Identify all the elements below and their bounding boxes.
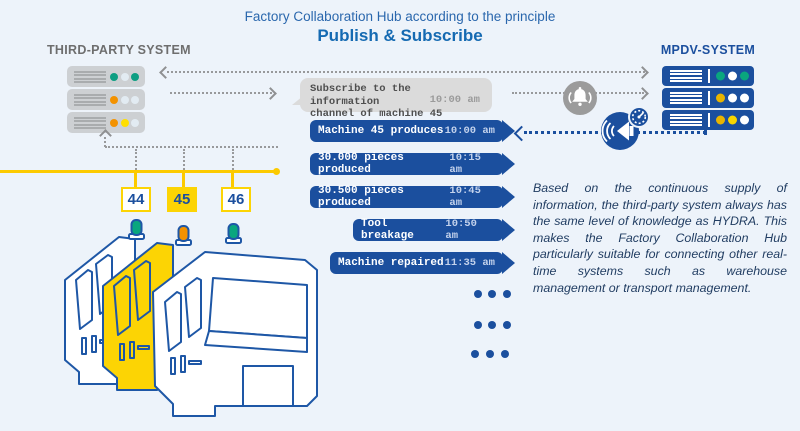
server-divider bbox=[708, 69, 710, 83]
arrowhead-right-icon bbox=[636, 66, 649, 79]
led-dot bbox=[120, 72, 129, 81]
server-row bbox=[67, 66, 145, 87]
led-dot bbox=[131, 118, 139, 127]
led-dot bbox=[716, 71, 725, 81]
led-dot bbox=[110, 118, 118, 127]
led-dot bbox=[110, 95, 118, 104]
ellipsis-dot bbox=[488, 321, 496, 329]
publish-line-vertical bbox=[704, 128, 707, 133]
led-dot bbox=[740, 115, 749, 125]
machine-network-endpoint bbox=[273, 168, 280, 175]
third-party-server-stack bbox=[67, 66, 145, 135]
description-paragraph: Based on the continuous supply of inform… bbox=[533, 181, 787, 295]
subscription-timestamp: 10:00 am bbox=[429, 93, 480, 106]
ellipsis-dot bbox=[503, 290, 511, 298]
server-row bbox=[67, 112, 145, 133]
subscribe-link-left bbox=[170, 92, 272, 94]
notification-bell-icon bbox=[563, 81, 597, 115]
message-text: Machine 45 produces bbox=[318, 125, 444, 137]
led-dot bbox=[131, 72, 139, 81]
message-time: 10:15 am bbox=[449, 152, 481, 176]
led-dot bbox=[110, 72, 118, 81]
ellipsis-dot bbox=[474, 290, 482, 298]
mpdv-server-stack bbox=[662, 66, 754, 132]
ellipsis-dot bbox=[503, 321, 511, 329]
orange-beacon bbox=[175, 225, 192, 246]
machine-data-line bbox=[232, 149, 234, 170]
message-bubble: Tool breakage 10:50 am bbox=[353, 218, 503, 242]
machine-network-drop bbox=[182, 172, 185, 188]
server-row bbox=[662, 110, 754, 130]
led-dot bbox=[740, 93, 749, 103]
machine-network-drop bbox=[134, 172, 137, 188]
machines-illustration bbox=[64, 219, 318, 417]
message-text: 30.000 pieces produced bbox=[318, 152, 404, 176]
message-text: Machine repaired bbox=[338, 257, 444, 269]
server-lines bbox=[74, 93, 106, 108]
mpdv-system-label: MPDV-SYSTEM bbox=[660, 43, 756, 57]
subscription-text-line1: Subscribe to the information bbox=[310, 83, 411, 108]
machine-46 bbox=[152, 251, 318, 417]
bidirectional-link-line bbox=[167, 71, 645, 73]
third-party-system-label: THIRD-PARTY SYSTEM bbox=[47, 43, 191, 57]
server-row bbox=[67, 89, 145, 110]
server-lines bbox=[74, 70, 106, 85]
machine-label-44: 44 bbox=[121, 187, 151, 212]
ellipsis-dot bbox=[501, 350, 509, 358]
machine-data-line bbox=[183, 149, 185, 170]
server-lines bbox=[74, 116, 106, 131]
led-dot bbox=[728, 115, 737, 125]
led-dot bbox=[120, 95, 129, 104]
arrowhead-right-icon bbox=[636, 87, 649, 100]
ellipsis-dot bbox=[471, 350, 479, 358]
diagram-subtitle: Publish & Subscribe bbox=[317, 26, 483, 45]
led-dot bbox=[740, 71, 749, 81]
machine-data-line bbox=[105, 146, 278, 148]
server-row bbox=[662, 66, 754, 86]
teal-beacon bbox=[128, 219, 145, 240]
server-divider bbox=[708, 113, 710, 127]
subscription-bubble: Subscribe to the information channel of … bbox=[292, 78, 492, 120]
machine-data-line bbox=[135, 149, 137, 170]
message-text: Tool breakage bbox=[361, 218, 414, 242]
led-dot bbox=[120, 118, 129, 127]
machine-network-line bbox=[0, 170, 277, 173]
server-lines bbox=[670, 92, 702, 106]
server-lines bbox=[670, 114, 702, 128]
message-text: 30.500 pieces produced bbox=[318, 185, 404, 209]
ellipsis-dot bbox=[488, 290, 496, 298]
message-time: 10:50 am bbox=[445, 218, 477, 242]
machine-network-drop bbox=[231, 172, 234, 188]
ellipsis-dot bbox=[486, 350, 494, 358]
led-dot bbox=[716, 115, 725, 125]
message-time: 11:35 am bbox=[444, 257, 495, 269]
diagram-title: Factory Collaboration Hub according to t… bbox=[244, 9, 556, 24]
machine-label-45: 45 bbox=[167, 187, 197, 212]
led-dot bbox=[131, 95, 139, 104]
server-lines bbox=[670, 70, 702, 84]
arrowhead-left-icon bbox=[159, 66, 172, 79]
message-time: 10:00 am bbox=[444, 125, 495, 137]
server-divider bbox=[708, 91, 710, 105]
led-dot bbox=[728, 71, 737, 81]
teal-beacon bbox=[225, 223, 242, 244]
led-dot bbox=[716, 93, 725, 103]
machine-label-46: 46 bbox=[221, 187, 251, 212]
arrowhead-left-icon bbox=[513, 125, 530, 142]
subscription-text-line2: channel of machine 45 bbox=[310, 108, 443, 120]
message-bubble: 30.500 pieces produced 10:45 am bbox=[310, 185, 503, 209]
message-time: 10:45 am bbox=[449, 185, 481, 209]
message-bubble: 30.000 pieces produced 10:15 am bbox=[310, 152, 503, 176]
publish-megaphone-icon bbox=[601, 106, 650, 150]
led-dot bbox=[728, 93, 737, 103]
ellipsis-dot bbox=[474, 321, 482, 329]
machine-data-line bbox=[104, 137, 106, 147]
arrowhead-right-icon bbox=[264, 87, 277, 100]
server-row bbox=[662, 88, 754, 108]
